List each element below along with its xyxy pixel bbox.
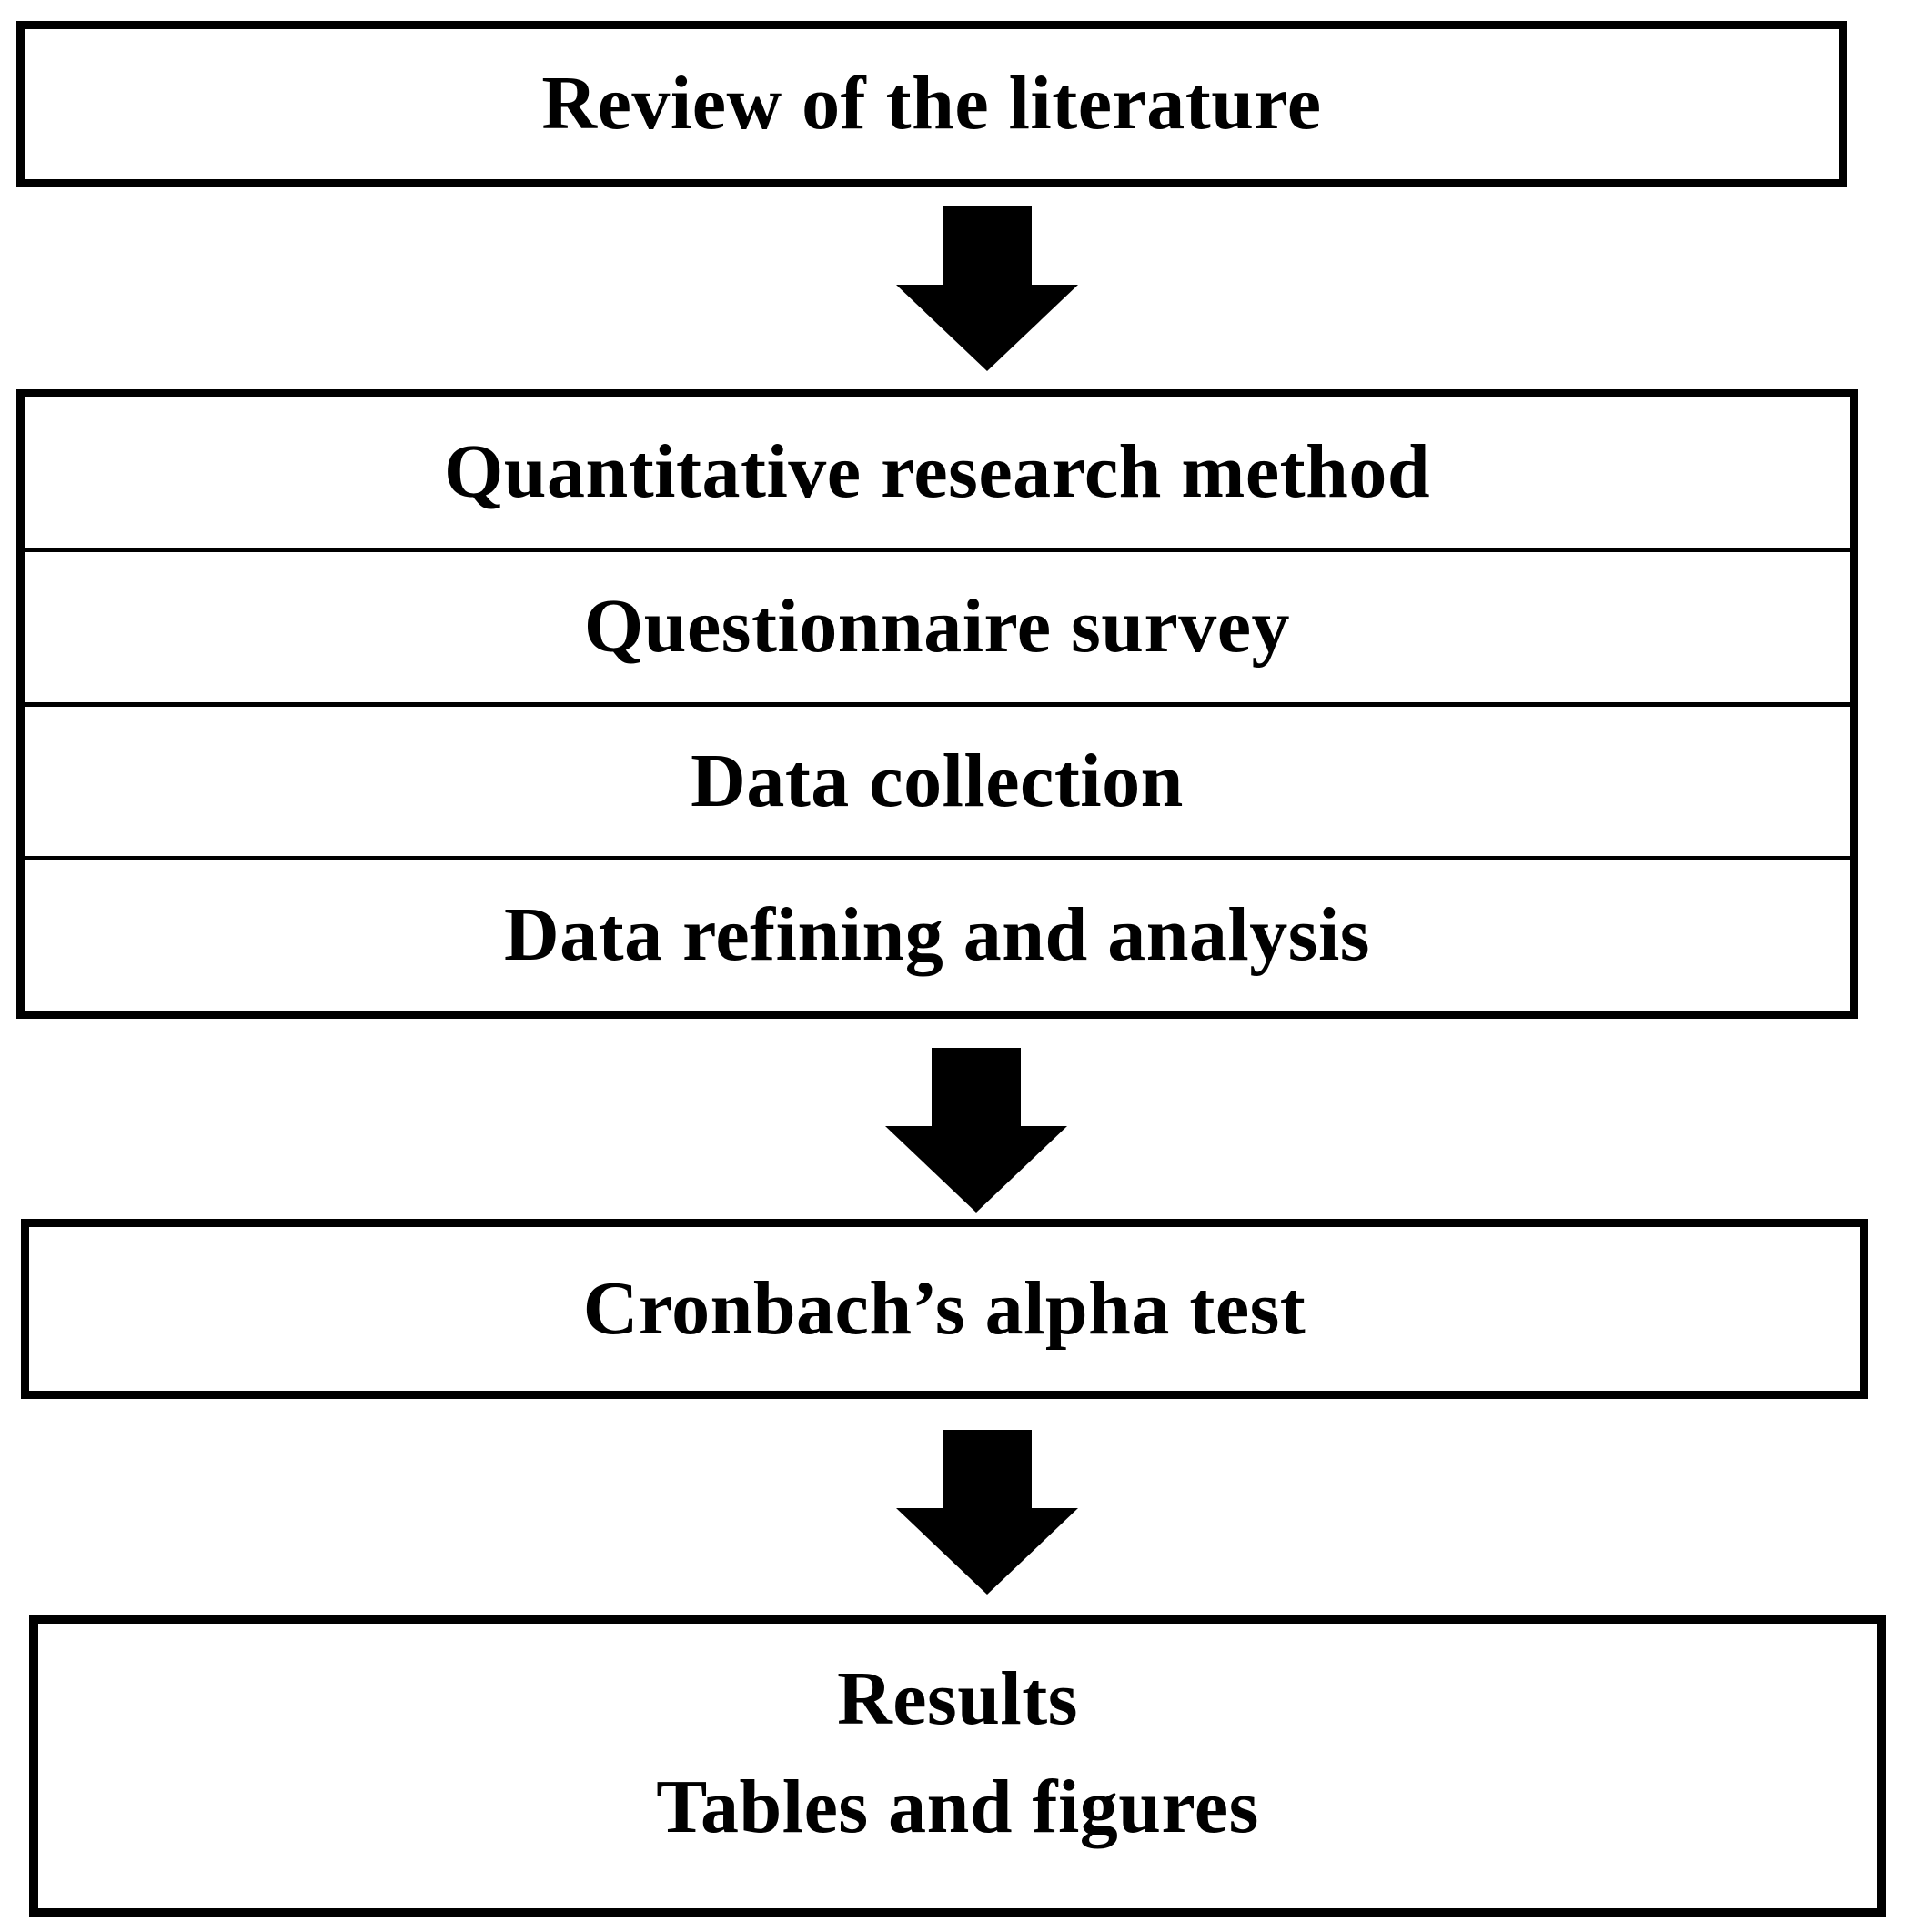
arrow-down-icon	[885, 1048, 1067, 1213]
node-review-label: Review of the literature	[541, 61, 1322, 146]
group-row-questionnaire-survey: Questionnaire survey	[25, 547, 1850, 702]
node-cronbach-alpha-test: Cronbach’s alpha test	[21, 1219, 1868, 1399]
node-review-of-literature: Review of the literature	[16, 21, 1847, 187]
arrow-down-icon	[896, 1430, 1078, 1595]
results-line-2: Tables and figures	[656, 1764, 1259, 1849]
arrow-down-icon	[896, 206, 1078, 371]
group-row-label: Data collection	[691, 738, 1184, 823]
group-row-label: Data refining and analysis	[504, 892, 1370, 978]
node-results: Results Tables and figures	[29, 1615, 1886, 1917]
node-method-group: Quantitative research method Questionnai…	[16, 389, 1858, 1019]
group-row-quantitative-method: Quantitative research method	[25, 397, 1850, 548]
node-cronbach-label: Cronbach’s alpha test	[582, 1265, 1306, 1351]
group-row-label: Questionnaire survey	[583, 583, 1291, 669]
results-line-1: Results	[837, 1656, 1078, 1742]
group-row-label: Quantitative research method	[443, 429, 1431, 515]
results-text-block: Results Tables and figures	[656, 1656, 1259, 1849]
group-row-data-refining-analysis: Data refining and analysis	[25, 856, 1850, 1011]
group-row-data-collection: Data collection	[25, 701, 1850, 857]
